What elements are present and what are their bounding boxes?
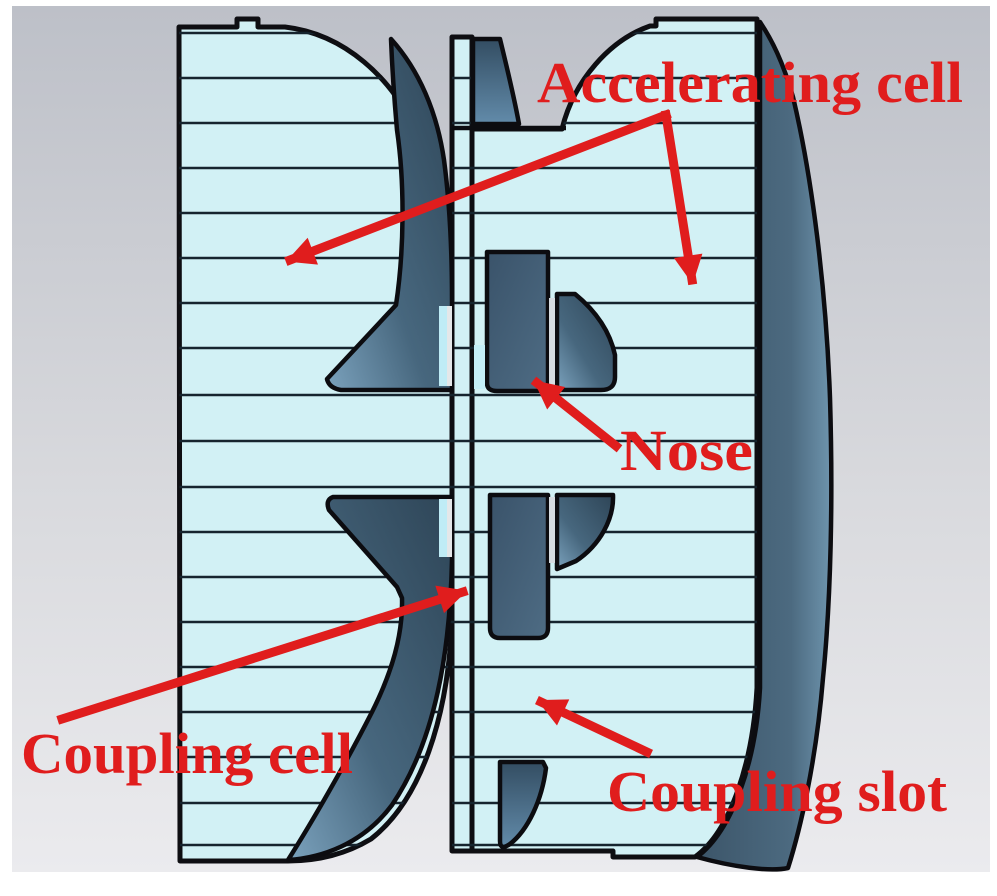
right-outer-wall-band [694,19,834,872]
upper-nose-block [484,249,551,394]
accelerating-cell-arrow-right [660,109,703,286]
coupling-cell-arrow [56,585,469,725]
coupling-slot-surface [497,759,549,850]
nose-arrow [530,376,623,453]
upper-right-nose-cone [554,291,618,393]
upper-left-wall-and-nose-cone [324,36,455,393]
surface-highlights [439,298,555,563]
coupling-slot-label: Coupling slot [607,759,948,824]
section-hatch-lines [179,31,757,847]
lower-right-nose-cone [554,492,616,572]
interior-surfaces [285,19,834,872]
coupling-cell-label: Coupling cell [21,721,353,786]
annotation-labels: Accelerating cell Nose Coupling cell Cou… [21,50,963,824]
lower-left-wall-and-nose-cone [285,494,455,863]
nose-label: Nose [620,418,753,483]
coupling-slot-arrow [535,696,653,758]
annotation-arrows [56,109,703,758]
accelerating-cell-arrow-left [284,109,672,266]
accelerating-cell-label: Accelerating cell [537,50,963,115]
beam-bore-strip [449,34,475,854]
top-web-wedge [470,36,522,127]
lower-nose-block [487,492,551,641]
